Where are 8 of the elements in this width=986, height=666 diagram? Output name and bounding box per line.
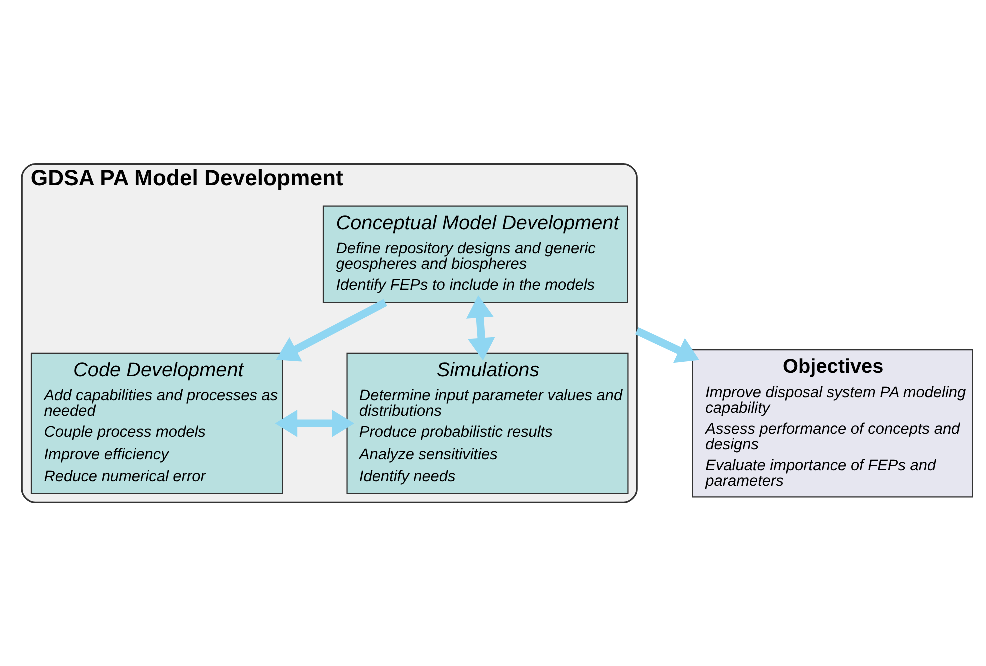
node-box: Code Development Add capabilities and processes as needed Couple process models Improve efficiency Reduce numerical error <box>30 352 284 494</box>
node-box: Objectives Improve disposal system PA modeling capability Assess performance of concepts and designs Evaluate importance of FEPs and parameters <box>692 349 974 498</box>
node-box: Conceptual Model Development Define repository designs and generic geospheres and biospheres Identify FEPs to include in the models <box>322 205 628 303</box>
arrow <box>276 298 388 362</box>
arrow <box>635 327 700 363</box>
arrow <box>466 295 496 360</box>
node-box: Simulations Determine input parameter values and distributions Produce probabilistic results Analyze sensitivities Identify needs <box>346 352 629 494</box>
arrow <box>275 409 355 437</box>
